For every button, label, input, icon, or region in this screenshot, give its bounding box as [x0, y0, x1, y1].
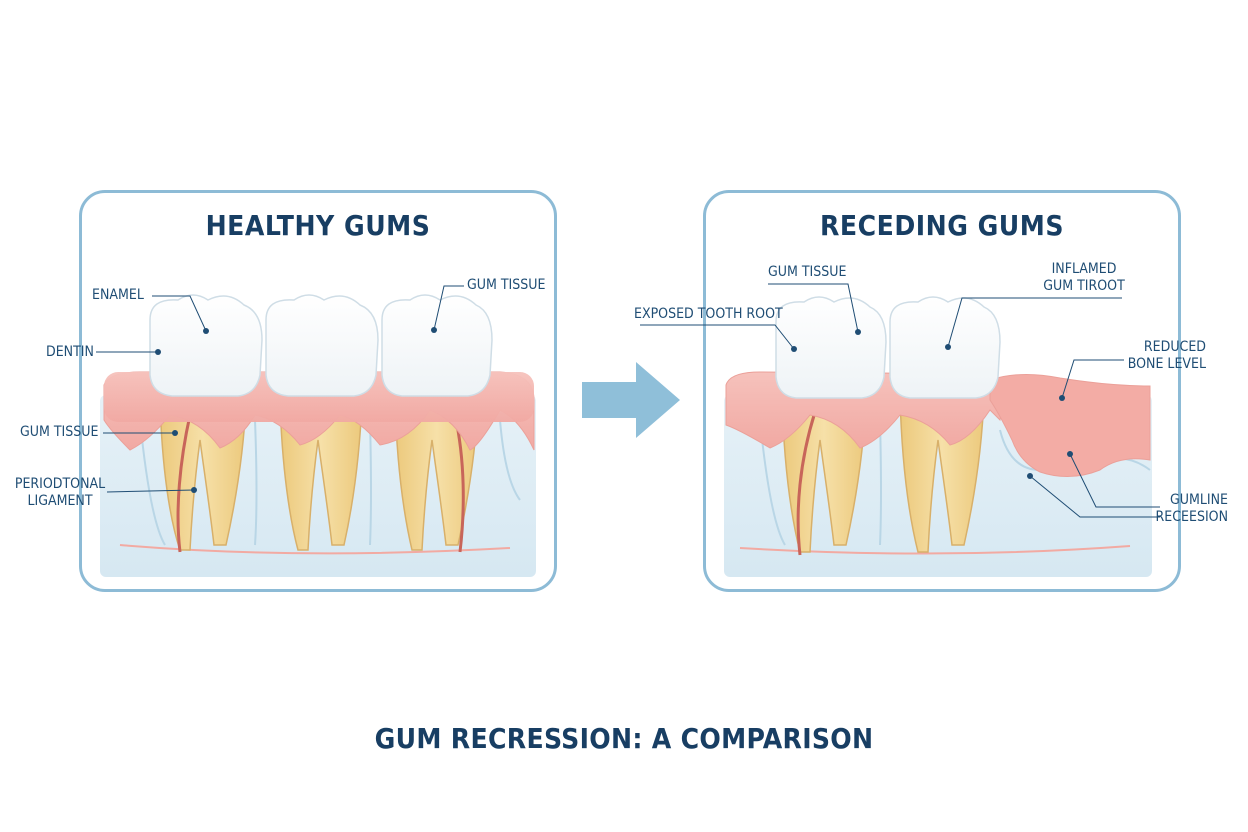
label-gumline-line2: RECEESION — [1155, 509, 1228, 525]
healthy-illustration — [96, 285, 536, 577]
label-gum-tissue-top: GUM TISSUE — [467, 277, 546, 293]
figure-caption: GUM RECRESSION: A COMPARISON — [374, 722, 874, 755]
label-periodontal-ligament: PERIODTONAL LIGAMENT — [14, 476, 106, 510]
label-dentin: DENTIN — [46, 344, 94, 360]
label-receding-gum-tissue: GUM TISSUE — [768, 264, 847, 280]
receding-title: RECEDING GUMS — [820, 209, 1064, 242]
label-gum-tissue-side: GUM TISSUE — [20, 424, 99, 440]
label-gumline-recession: GUMLINE RECEESION — [1140, 492, 1228, 526]
label-periodontal-line1: PERIODTONAL — [14, 476, 106, 492]
label-gumline-line1: GUMLINE — [1170, 492, 1228, 508]
healthy-title: HEALTHY GUMS — [205, 209, 431, 242]
receding-leaders — [640, 283, 1160, 518]
label-inflamed-gum: INFLAMED GUM TIROOT — [1040, 261, 1128, 295]
arrow-right-icon — [582, 362, 680, 438]
label-reduced-line1: REDUCED — [1143, 339, 1206, 355]
healthy-ligament-base — [119, 544, 511, 555]
receding-inflamed-gum — [989, 373, 1151, 477]
healthy-leaders — [96, 285, 464, 493]
label-exposed-root: EXPOSED TOOTH ROOT — [634, 306, 783, 322]
label-inflamed-line2: GUM TIROOT — [1043, 278, 1125, 294]
receding-leader-dots — [791, 329, 1073, 479]
label-enamel: ENAMEL — [92, 287, 144, 303]
label-reduced-bone: REDUCED BONE LEVEL — [1120, 339, 1206, 373]
healthy-crowns — [149, 294, 493, 397]
receding-illustration — [640, 283, 1160, 577]
receding-ligament-base — [739, 545, 1131, 555]
receding-crowns — [775, 296, 1001, 399]
receding-nerve — [796, 411, 817, 556]
label-inflamed-line1: INFLAMED — [1051, 261, 1117, 277]
healthy-leader-dots — [155, 327, 437, 493]
label-periodontal-line2: LIGAMENT — [27, 493, 93, 509]
label-reduced-line2: BONE LEVEL — [1127, 356, 1206, 372]
